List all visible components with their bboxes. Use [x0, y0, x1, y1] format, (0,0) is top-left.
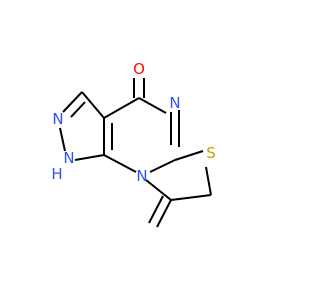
bond-c4-c3a — [103, 97, 140, 119]
bond-c-nbridge — [149, 159, 176, 173]
atom-nitrogen-pyrimidine: N — [169, 94, 180, 112]
bond-methylene-double-1 — [156, 199, 172, 228]
atom-nitrogen-nh: N — [63, 149, 74, 167]
atom-nitrogen-pyrazole: N — [52, 110, 63, 128]
bond-c3-n2-double-1 — [62, 91, 83, 113]
atom-oxygen: O — [133, 60, 145, 78]
bond-c4-n5 — [138, 97, 167, 114]
bond-c-s — [174, 150, 204, 161]
atom-label-layer: O N S N N N H — [51, 60, 215, 185]
bond-c3a-c3 — [81, 91, 105, 119]
bond-cexo-nbridge — [145, 179, 172, 201]
bond-layer — [59, 78, 212, 228]
bond-methylene-double-2 — [148, 195, 164, 224]
atom-nitrogen-bridgehead: N — [136, 167, 147, 185]
bond-nbridge-c9a — [103, 154, 137, 173]
bond-c3-n2-double-2 — [70, 101, 86, 118]
molecule-structure-diagram: O N S N N N H — [51, 60, 216, 228]
bond-s-ch2 — [205, 166, 212, 196]
bond-ch2-cexo — [170, 194, 212, 201]
bond-n2-n1 — [59, 127, 66, 152]
atom-hydrogen-nh: H — [51, 165, 62, 183]
bond-n1-c9a — [74, 154, 105, 161]
atom-sulfur: S — [206, 144, 216, 162]
